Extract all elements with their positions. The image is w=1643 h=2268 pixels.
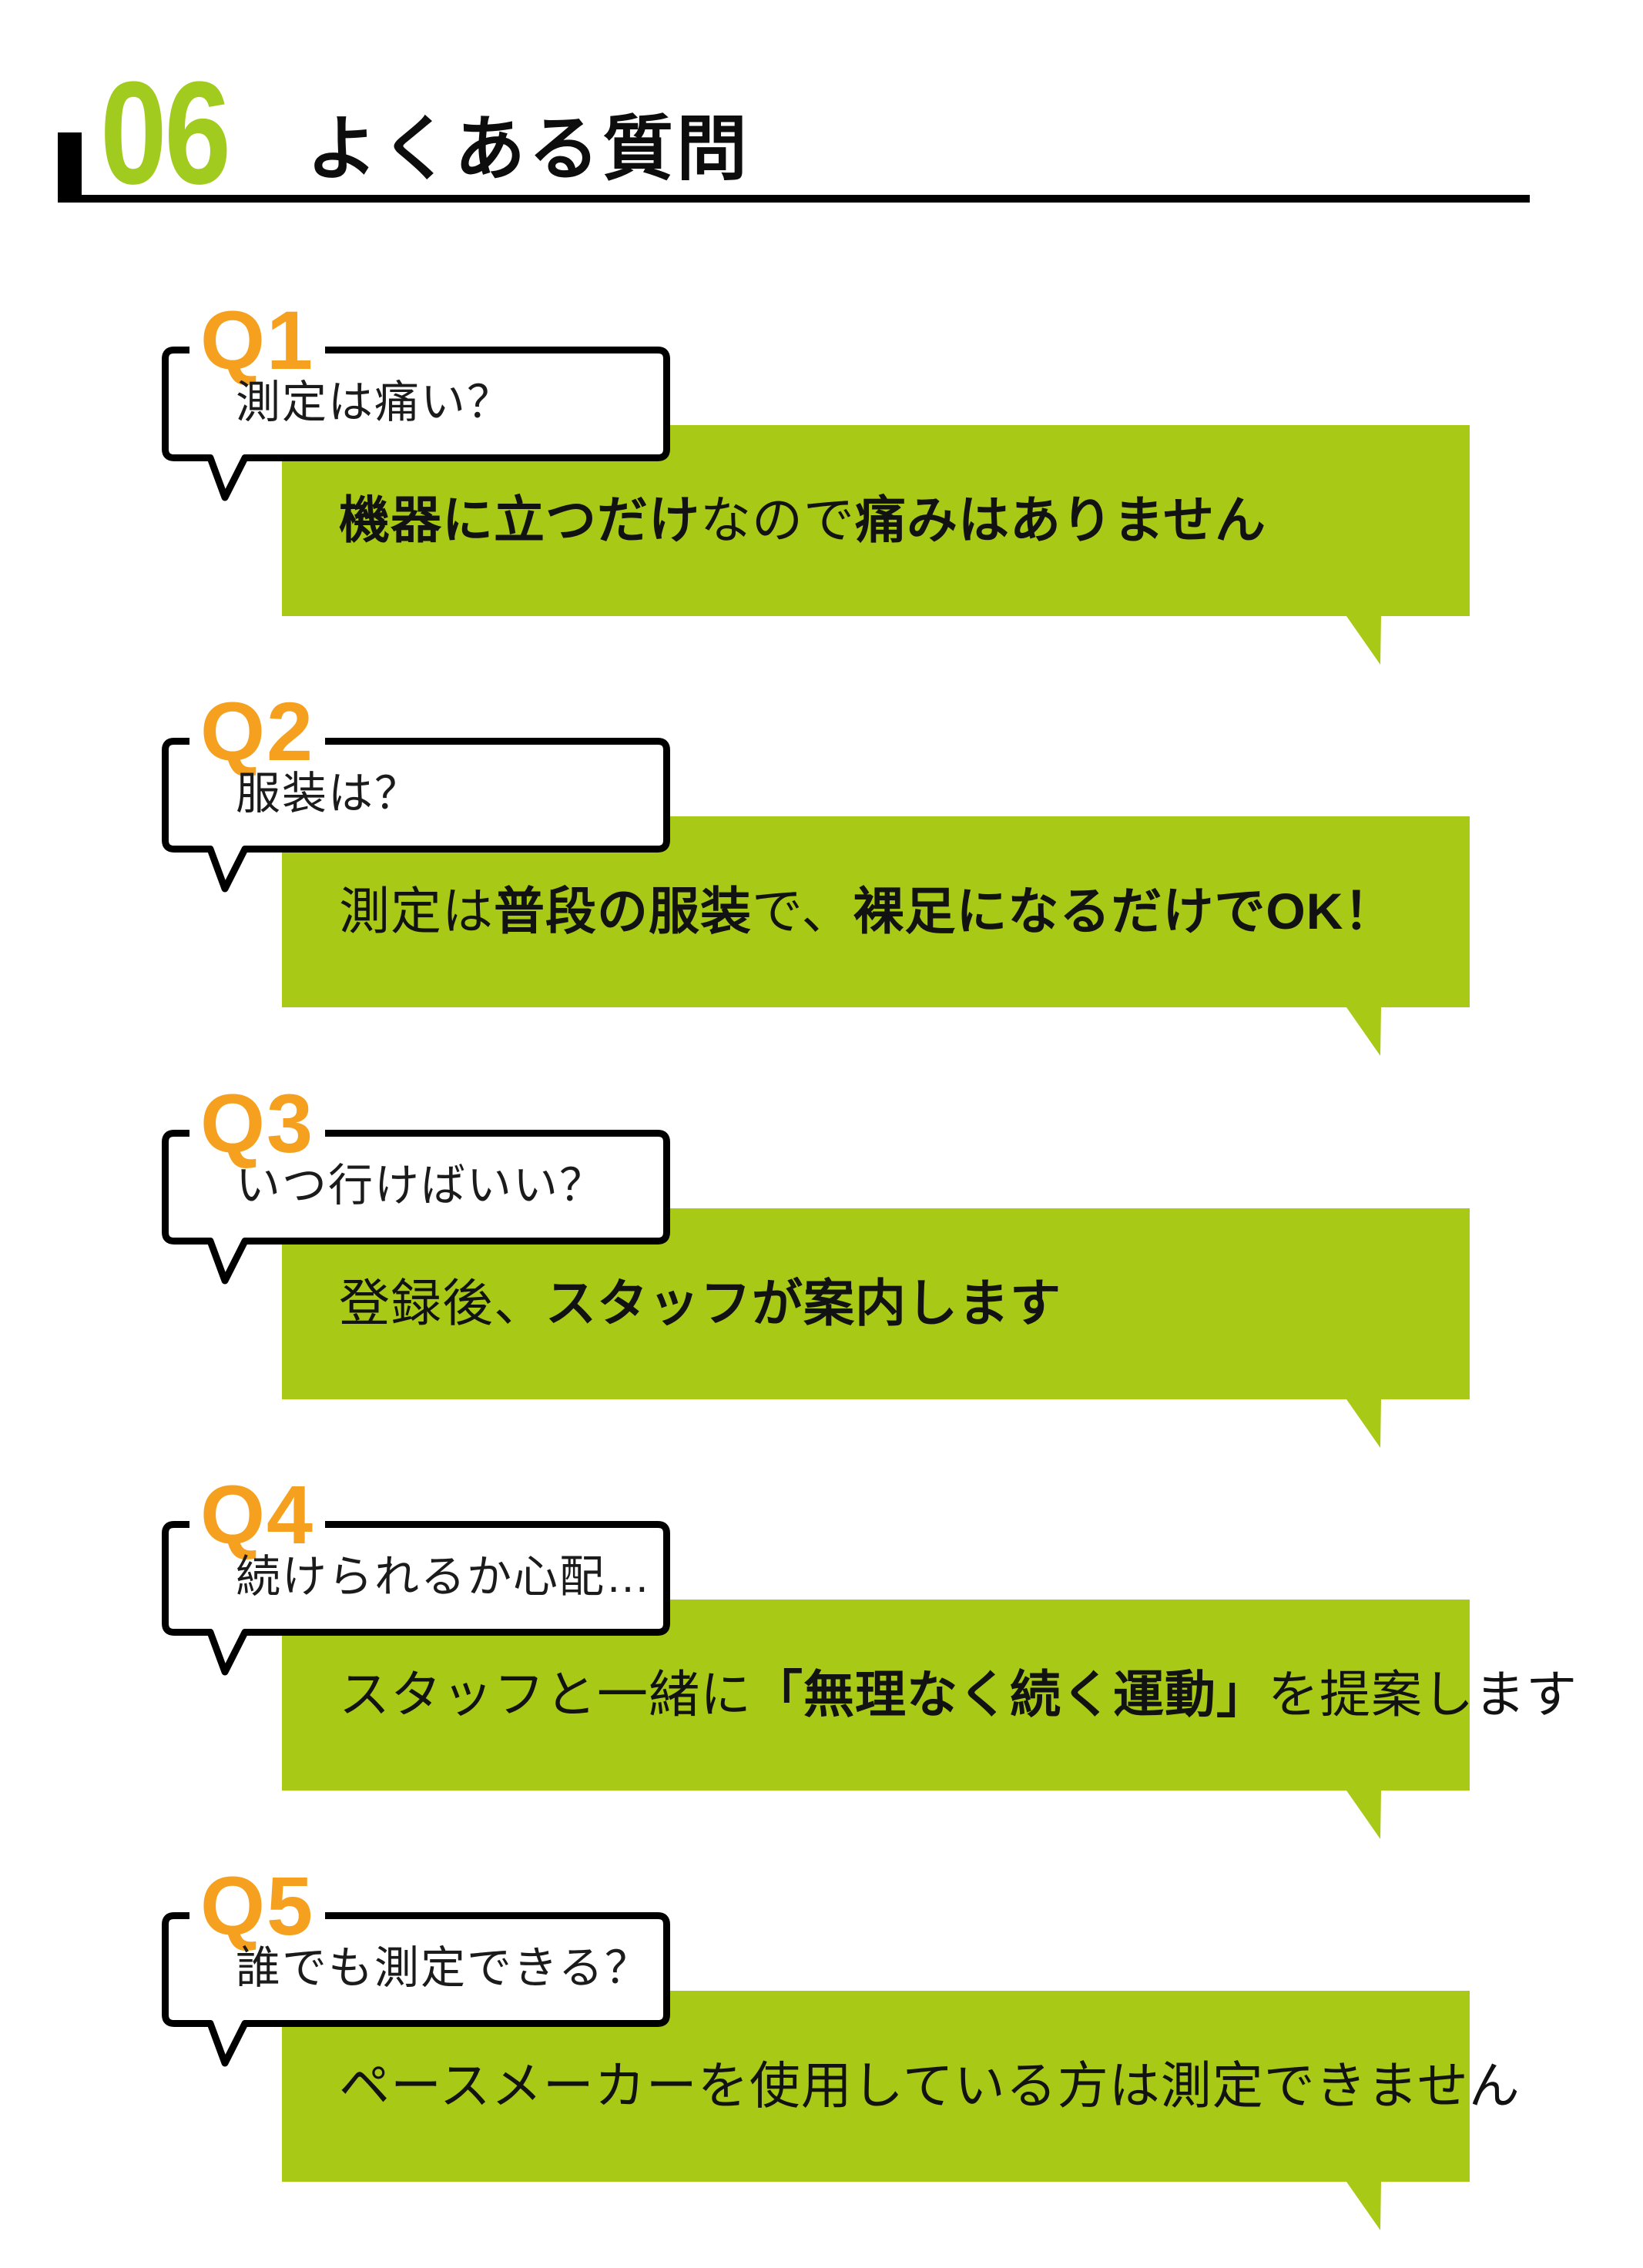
answer-text: 機器に立つだけなので痛みはありません [339,425,1440,616]
header-underline [58,195,1530,203]
question-number-label: Q3 [189,1082,326,1165]
answer-segment: 機器に立つだけ [339,491,700,549]
answer-segment: を提案します [1268,1666,1578,1724]
answer-text: 測定は普段の服装で、裸足になるだけでOK！ [339,816,1440,1007]
question-text: いつ行けばいい？ [236,1161,606,1211]
answer-segment: 裸足になるだけでOK！ [853,883,1396,940]
answer-segment: 「無理なく続く運動」 [752,1666,1268,1724]
header-accent-bar [58,132,82,203]
question-number-label: Q2 [189,690,326,773]
answer-segment: 普段の服装 [494,883,752,940]
question-bubble [162,1912,670,2067]
question-bubble [162,347,670,501]
question-text: 誰でも測定できる？ [236,1943,651,1993]
answer-segment: 登録後、 [339,1275,545,1332]
answer-segment: 痛みはありません [855,491,1267,549]
question-bubble [162,1521,670,1676]
answer-segment: ペースメーカーを使用している方は測定できません [339,2057,1521,2115]
question-number-label: Q4 [189,1473,326,1556]
section-number: 06 [100,52,231,215]
question-bubble [162,738,670,893]
answer-text: 登録後、スタッフが案内します [339,1208,1440,1399]
question-text: 続けられるか心配… [236,1552,652,1602]
answer-segment: スタッフが案内します [545,1275,1061,1332]
question-text: 測定は痛い？ [236,377,514,427]
question-bubble [162,1130,670,1285]
question-number-label: Q5 [189,1864,326,1948]
answer-text: スタッフと一緒に「無理なく続く運動」を提案します [339,1600,1577,1791]
question-text: 服装は？ [236,769,421,819]
answer-segment: スタッフと一緒に [339,1666,752,1724]
answer-segment: で、 [752,883,853,940]
question-number-label: Q1 [189,299,326,382]
page-title: よくある質問 [307,110,751,189]
answer-segment: 測定は [339,883,494,940]
answer-text: ペースメーカーを使用している方は測定できません [339,1991,1520,2182]
answer-segment: なので [700,491,855,549]
